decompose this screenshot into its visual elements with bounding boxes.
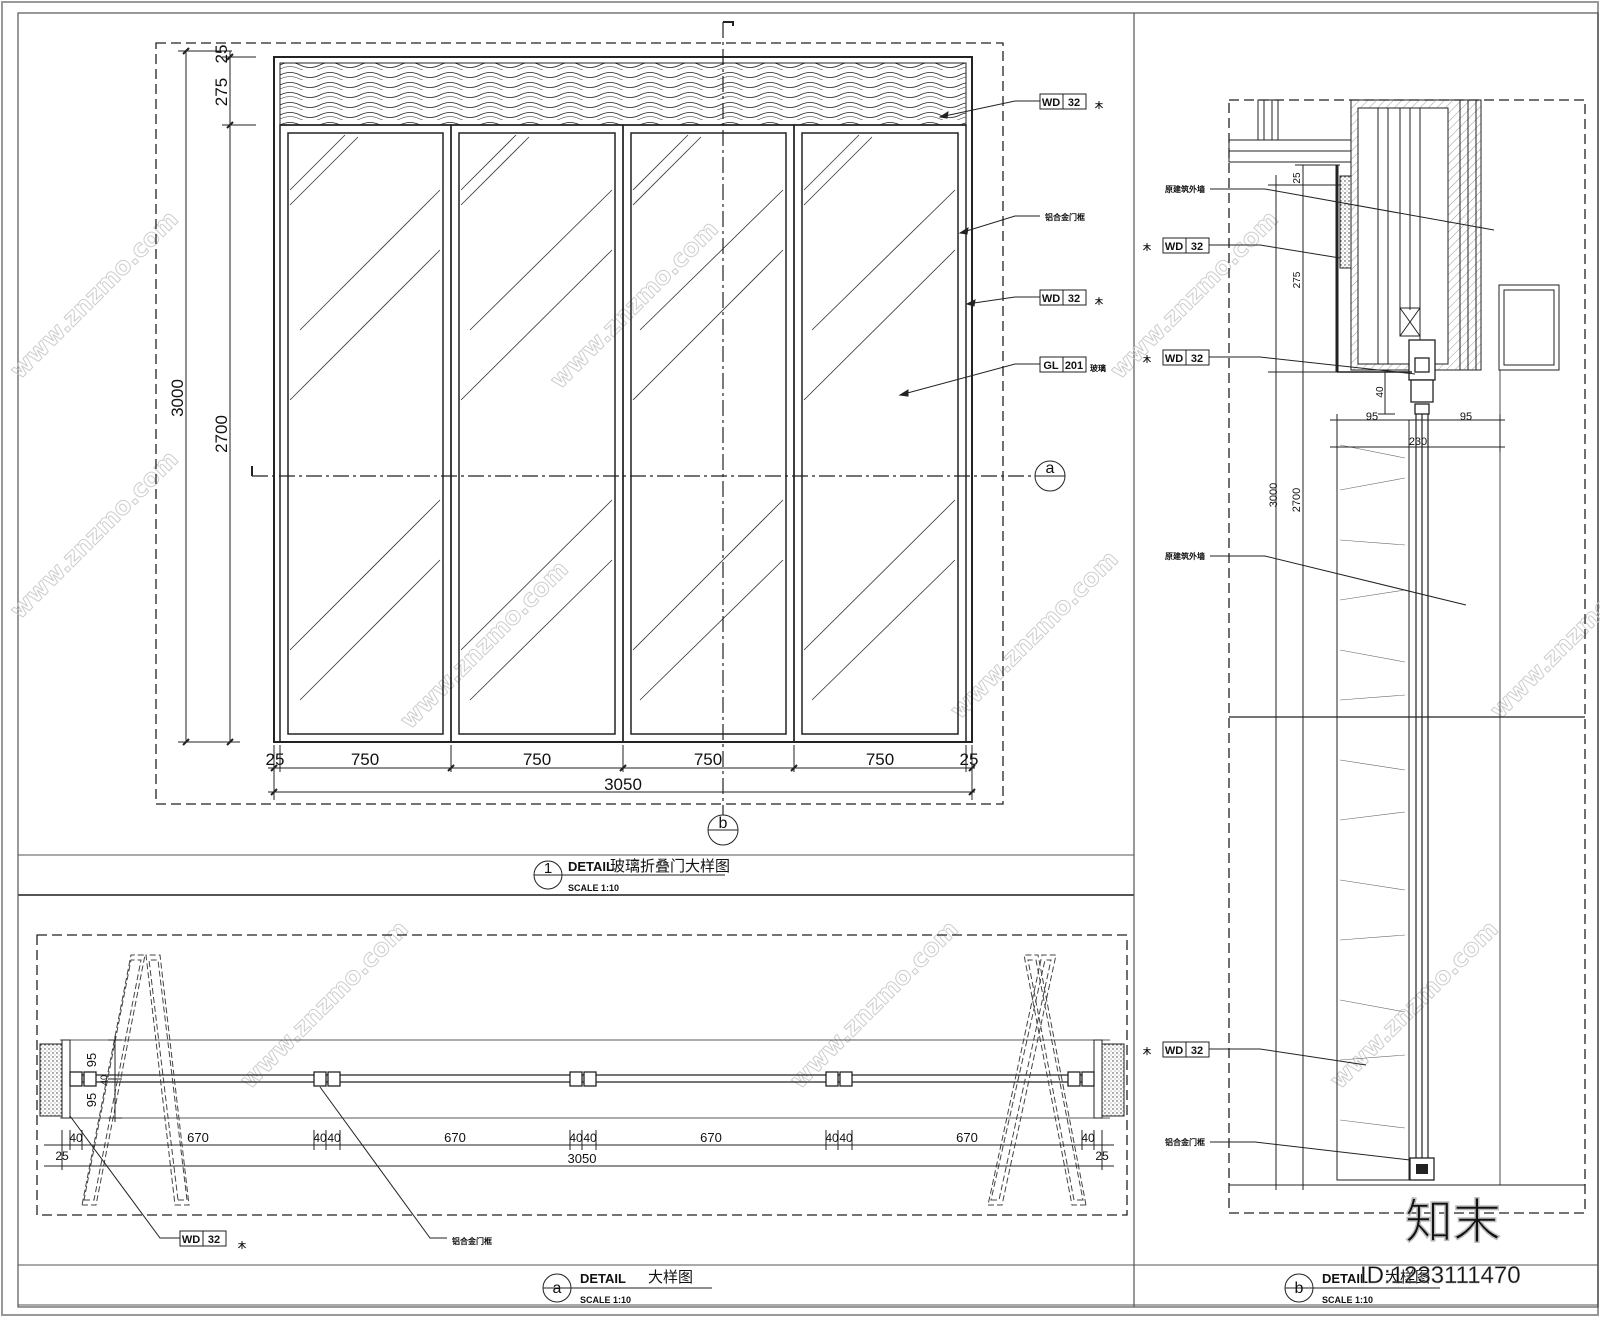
dim-25: 25 <box>1095 1149 1109 1163</box>
callout-note: 木 <box>1142 242 1152 252</box>
title-number: a <box>553 1280 562 1297</box>
callout-note: 木 <box>237 1240 247 1250</box>
transom-wood-panel <box>279 62 967 126</box>
callout-num: 32 <box>208 1234 220 1246</box>
title-number: b <box>1295 1280 1304 1297</box>
dim-edge-left: 25 <box>266 750 285 769</box>
dim-670: 670 <box>700 1130 722 1145</box>
dim-40: 40 <box>583 1131 597 1145</box>
title-detail: DETAIL <box>580 1271 626 1286</box>
title-name: 大样图 <box>648 1268 693 1286</box>
dim-leaf-2: 750 <box>523 750 551 769</box>
panel-plan-a: 95 95 40 40 670 40 40 670 40 4 <box>36 934 1128 1305</box>
dim-95: 95 <box>1460 411 1472 423</box>
watermark-id: ID:1233111470 <box>1360 1262 1521 1289</box>
callout-code: WD <box>1165 241 1183 253</box>
title-name: 大样图 <box>1385 1268 1430 1286</box>
section-marker-b-label: b <box>719 815 728 832</box>
dim-leaf-4: 750 <box>866 750 894 769</box>
callout-note: 木 <box>1094 100 1104 110</box>
dim-40: 40 <box>825 1131 839 1145</box>
title-scale: SCALE 1:10 <box>568 883 619 893</box>
dim-95: 95 <box>84 1053 99 1067</box>
watermark-text: www.znzmo.com <box>394 555 573 734</box>
callout-code: WD <box>1165 1045 1183 1057</box>
dim-40: 40 <box>327 1131 341 1145</box>
title-number: 1 <box>544 860 552 877</box>
title-scale: SCALE 1:10 <box>1322 1295 1373 1305</box>
dim-40: 40 <box>99 1075 109 1085</box>
dim-total-width: 3050 <box>604 775 642 794</box>
watermark-text: www.znzmo.com <box>4 205 183 384</box>
dim-275: 275 <box>1292 271 1303 288</box>
label-existing-wall: 原建筑外墙 <box>1165 184 1205 194</box>
glass-hatching <box>289 134 956 701</box>
dim-25: 25 <box>1292 172 1303 184</box>
panel-section-b: 25 275 3000 2700 40 95 95 230 原建筑外墙 原建筑外… <box>1142 99 1586 1305</box>
watermark-text: www.znzmo.com <box>544 215 723 394</box>
callout-num: 32 <box>1068 97 1080 109</box>
callout-code: GL <box>1043 360 1059 372</box>
dim-230: 230 <box>1409 436 1427 448</box>
watermark-text: www.znzmo.com <box>1484 545 1600 724</box>
section-marker-a-label: a <box>1046 460 1055 477</box>
callout-frame-note: 铝合金门框 <box>452 1236 492 1246</box>
dim-40: 40 <box>69 1131 83 1145</box>
callout-code: WD <box>1042 97 1060 109</box>
dim-25: 25 <box>55 1149 69 1163</box>
callout-num: 32 <box>1068 293 1080 305</box>
callout-code: WD <box>1042 293 1060 305</box>
dim-edge-right: 25 <box>960 750 979 769</box>
dim-2700: 2700 <box>212 415 231 453</box>
callout-num: 32 <box>1191 353 1203 365</box>
callout-note: 木 <box>1142 354 1152 364</box>
dim-25: 25 <box>212 45 231 64</box>
panel-elevation: a b 3000 2700 275 25 <box>155 21 1106 893</box>
title-scale: SCALE 1:10 <box>580 1295 631 1305</box>
callout-code: WD <box>182 1234 200 1246</box>
title-detail: DETAIL <box>568 859 614 874</box>
dim-670: 670 <box>444 1130 466 1145</box>
label-alu-frame: 铝合金门框 <box>1165 1137 1205 1147</box>
dim-275: 275 <box>212 78 231 106</box>
dim-40: 40 <box>839 1131 853 1145</box>
dim-40: 40 <box>1375 386 1386 398</box>
watermark-text: www.znzmo.com <box>784 915 963 1094</box>
dim-leaf-3: 750 <box>694 750 722 769</box>
callout-num: 201 <box>1065 360 1083 372</box>
callout-code: WD <box>1165 353 1183 365</box>
dim-670: 670 <box>187 1130 209 1145</box>
dim-3000: 3000 <box>1268 483 1280 507</box>
title-detail: DETAIL <box>1322 1271 1368 1286</box>
dim-40: 40 <box>1081 1131 1095 1145</box>
callout-note: 铝合金门框 <box>1045 212 1085 222</box>
dim-leaf-1: 750 <box>351 750 379 769</box>
callout-note: 木 <box>1094 296 1104 306</box>
callout-note: 木 <box>1142 1046 1152 1056</box>
watermark-logo: 知末 <box>1405 1194 1501 1250</box>
callout-num: 32 <box>1191 1045 1203 1057</box>
dim-95: 95 <box>1366 411 1378 423</box>
callout-note: 玻璃 <box>1090 363 1106 373</box>
dim-3000: 3000 <box>168 379 187 417</box>
title-name: 玻璃折叠门大样图 <box>610 857 730 875</box>
watermark-text: www.znzmo.com <box>4 445 183 624</box>
callout-num: 32 <box>1191 241 1203 253</box>
dim-95: 95 <box>84 1093 99 1107</box>
dim-670: 670 <box>956 1130 978 1145</box>
dim-2700: 2700 <box>1291 488 1303 512</box>
watermark-text: www.znzmo.com <box>1324 915 1503 1094</box>
dim-total-width: 3050 <box>568 1151 597 1166</box>
watermark-text: www.znzmo.com <box>234 915 413 1094</box>
dim-40: 40 <box>313 1131 327 1145</box>
label-existing-wall: 原建筑外墙 <box>1165 551 1205 561</box>
dim-40: 40 <box>569 1131 583 1145</box>
